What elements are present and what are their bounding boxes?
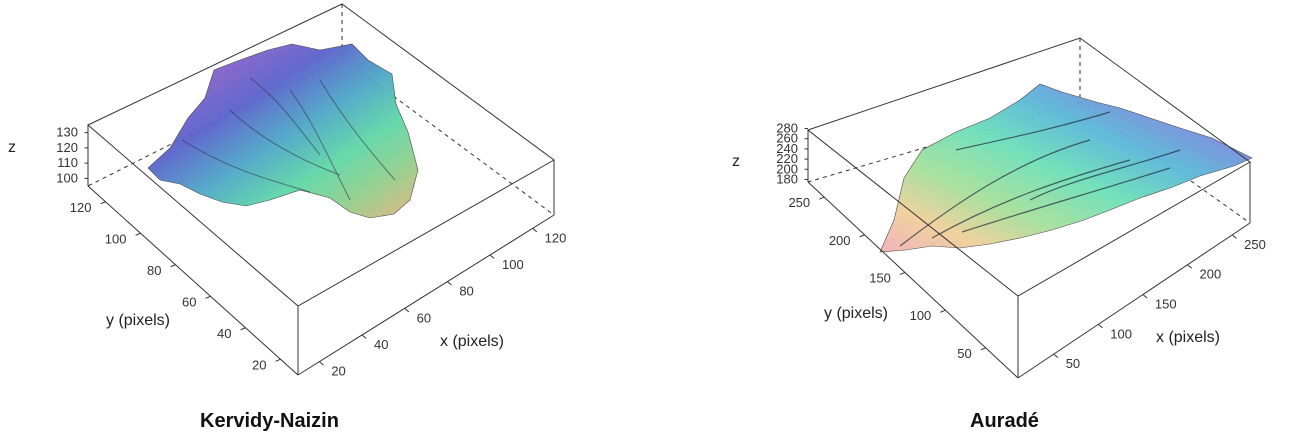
surface-ridges-left bbox=[181, 77, 396, 201]
right-z-tick-label: 220 bbox=[776, 151, 798, 166]
left-z-tick-label: 120 bbox=[56, 140, 78, 155]
left-y-tick-mark bbox=[135, 232, 141, 236]
caption-left: Kervidy-Naizin bbox=[200, 410, 339, 432]
left-y-tick-label: 60 bbox=[182, 294, 196, 309]
left-z-tick-label: 100 bbox=[56, 170, 78, 185]
box-edges-left bbox=[87, 3, 555, 376]
ticks-right: 1802002202402602805010015020025050100150… bbox=[776, 121, 1266, 372]
right-y-tick-mark bbox=[940, 309, 946, 313]
left-x-tick-mark bbox=[532, 227, 538, 233]
right-y-tick-mark bbox=[980, 347, 986, 351]
right-x-tick-mark bbox=[1187, 264, 1193, 269]
right-y-tick-mark bbox=[899, 272, 906, 276]
right-x-tick-label: 50 bbox=[1066, 356, 1080, 371]
left-x-tick-mark bbox=[404, 307, 410, 313]
right-y-tick-label: 100 bbox=[910, 308, 932, 323]
left-y-tick-label: 80 bbox=[147, 263, 161, 278]
right-x-tick-mark bbox=[1142, 294, 1148, 299]
right-x-tick-mark bbox=[1053, 353, 1059, 359]
right-y-tick-label: 50 bbox=[957, 346, 971, 361]
y-axis-label-left: y (pixels) bbox=[106, 312, 170, 329]
left-y-tick-label: 100 bbox=[105, 231, 127, 246]
left-z-tick-label: 110 bbox=[57, 155, 78, 170]
right-x-tick-label: 100 bbox=[1110, 326, 1132, 341]
right-z-tick-label: 240 bbox=[776, 141, 798, 156]
right-y-tick-label: 200 bbox=[829, 233, 851, 248]
right-x-tick-label: 150 bbox=[1155, 297, 1177, 312]
left-z-tick-label: 130 bbox=[56, 125, 78, 140]
left-y-tick-label: 20 bbox=[252, 357, 266, 372]
right-x-tick-mark bbox=[1231, 234, 1237, 239]
left-x-tick-label: 120 bbox=[545, 230, 567, 245]
right-z-tick-label: 280 bbox=[776, 121, 798, 136]
surface-plot-right: 1802002202402602805010015020025050100150… bbox=[732, 37, 1266, 379]
left-x-tick-label: 80 bbox=[459, 284, 473, 299]
surface-plot-left: 1001101201302040608010012020406080100120… bbox=[8, 3, 566, 379]
right-y-tick-label: 250 bbox=[788, 195, 810, 210]
surface-aurade bbox=[879, 83, 1253, 253]
left-x-tick-mark bbox=[489, 254, 495, 259]
left-y-tick-mark bbox=[205, 295, 211, 299]
box-edges-right bbox=[806, 37, 1251, 379]
z-axis-label-left: z bbox=[8, 139, 16, 156]
left-x-tick-label: 60 bbox=[417, 310, 431, 325]
right-z-tick-label: 180 bbox=[776, 171, 798, 186]
left-y-tick-label: 40 bbox=[217, 326, 231, 341]
surface-kervidy bbox=[147, 43, 419, 219]
right-y-tick-mark bbox=[859, 234, 865, 238]
right-y-tick-mark bbox=[819, 196, 825, 200]
left-x-tick-mark bbox=[319, 361, 324, 366]
left-x-tick-mark bbox=[447, 281, 452, 286]
left-y-tick-mark bbox=[275, 358, 281, 362]
x-axis-label-right: x (pixels) bbox=[1156, 329, 1220, 346]
left-y-tick-mark bbox=[240, 327, 246, 331]
x-axis-label-left: x (pixels) bbox=[440, 333, 504, 350]
surface-ridges-right bbox=[899, 111, 1181, 247]
left-y-tick-mark bbox=[100, 201, 106, 205]
right-z-tick-label: 260 bbox=[776, 131, 798, 146]
right-z-tick-label: 200 bbox=[776, 161, 798, 176]
caption-right: Auradé bbox=[970, 410, 1039, 432]
y-axis-label-right: y (pixels) bbox=[824, 305, 888, 322]
right-x-tick-label: 250 bbox=[1244, 237, 1266, 252]
right-x-tick-mark bbox=[1097, 323, 1103, 329]
left-y-tick-mark bbox=[170, 264, 176, 268]
z-axis-label-right: z bbox=[732, 153, 740, 170]
left-x-tick-label: 20 bbox=[331, 364, 345, 379]
left-x-tick-label: 40 bbox=[374, 337, 388, 352]
left-x-tick-mark bbox=[361, 334, 367, 339]
left-x-tick-label: 100 bbox=[502, 257, 524, 272]
right-x-tick-label: 200 bbox=[1200, 267, 1222, 282]
right-y-tick-label: 150 bbox=[869, 270, 891, 285]
left-y-tick-label: 120 bbox=[70, 200, 92, 215]
